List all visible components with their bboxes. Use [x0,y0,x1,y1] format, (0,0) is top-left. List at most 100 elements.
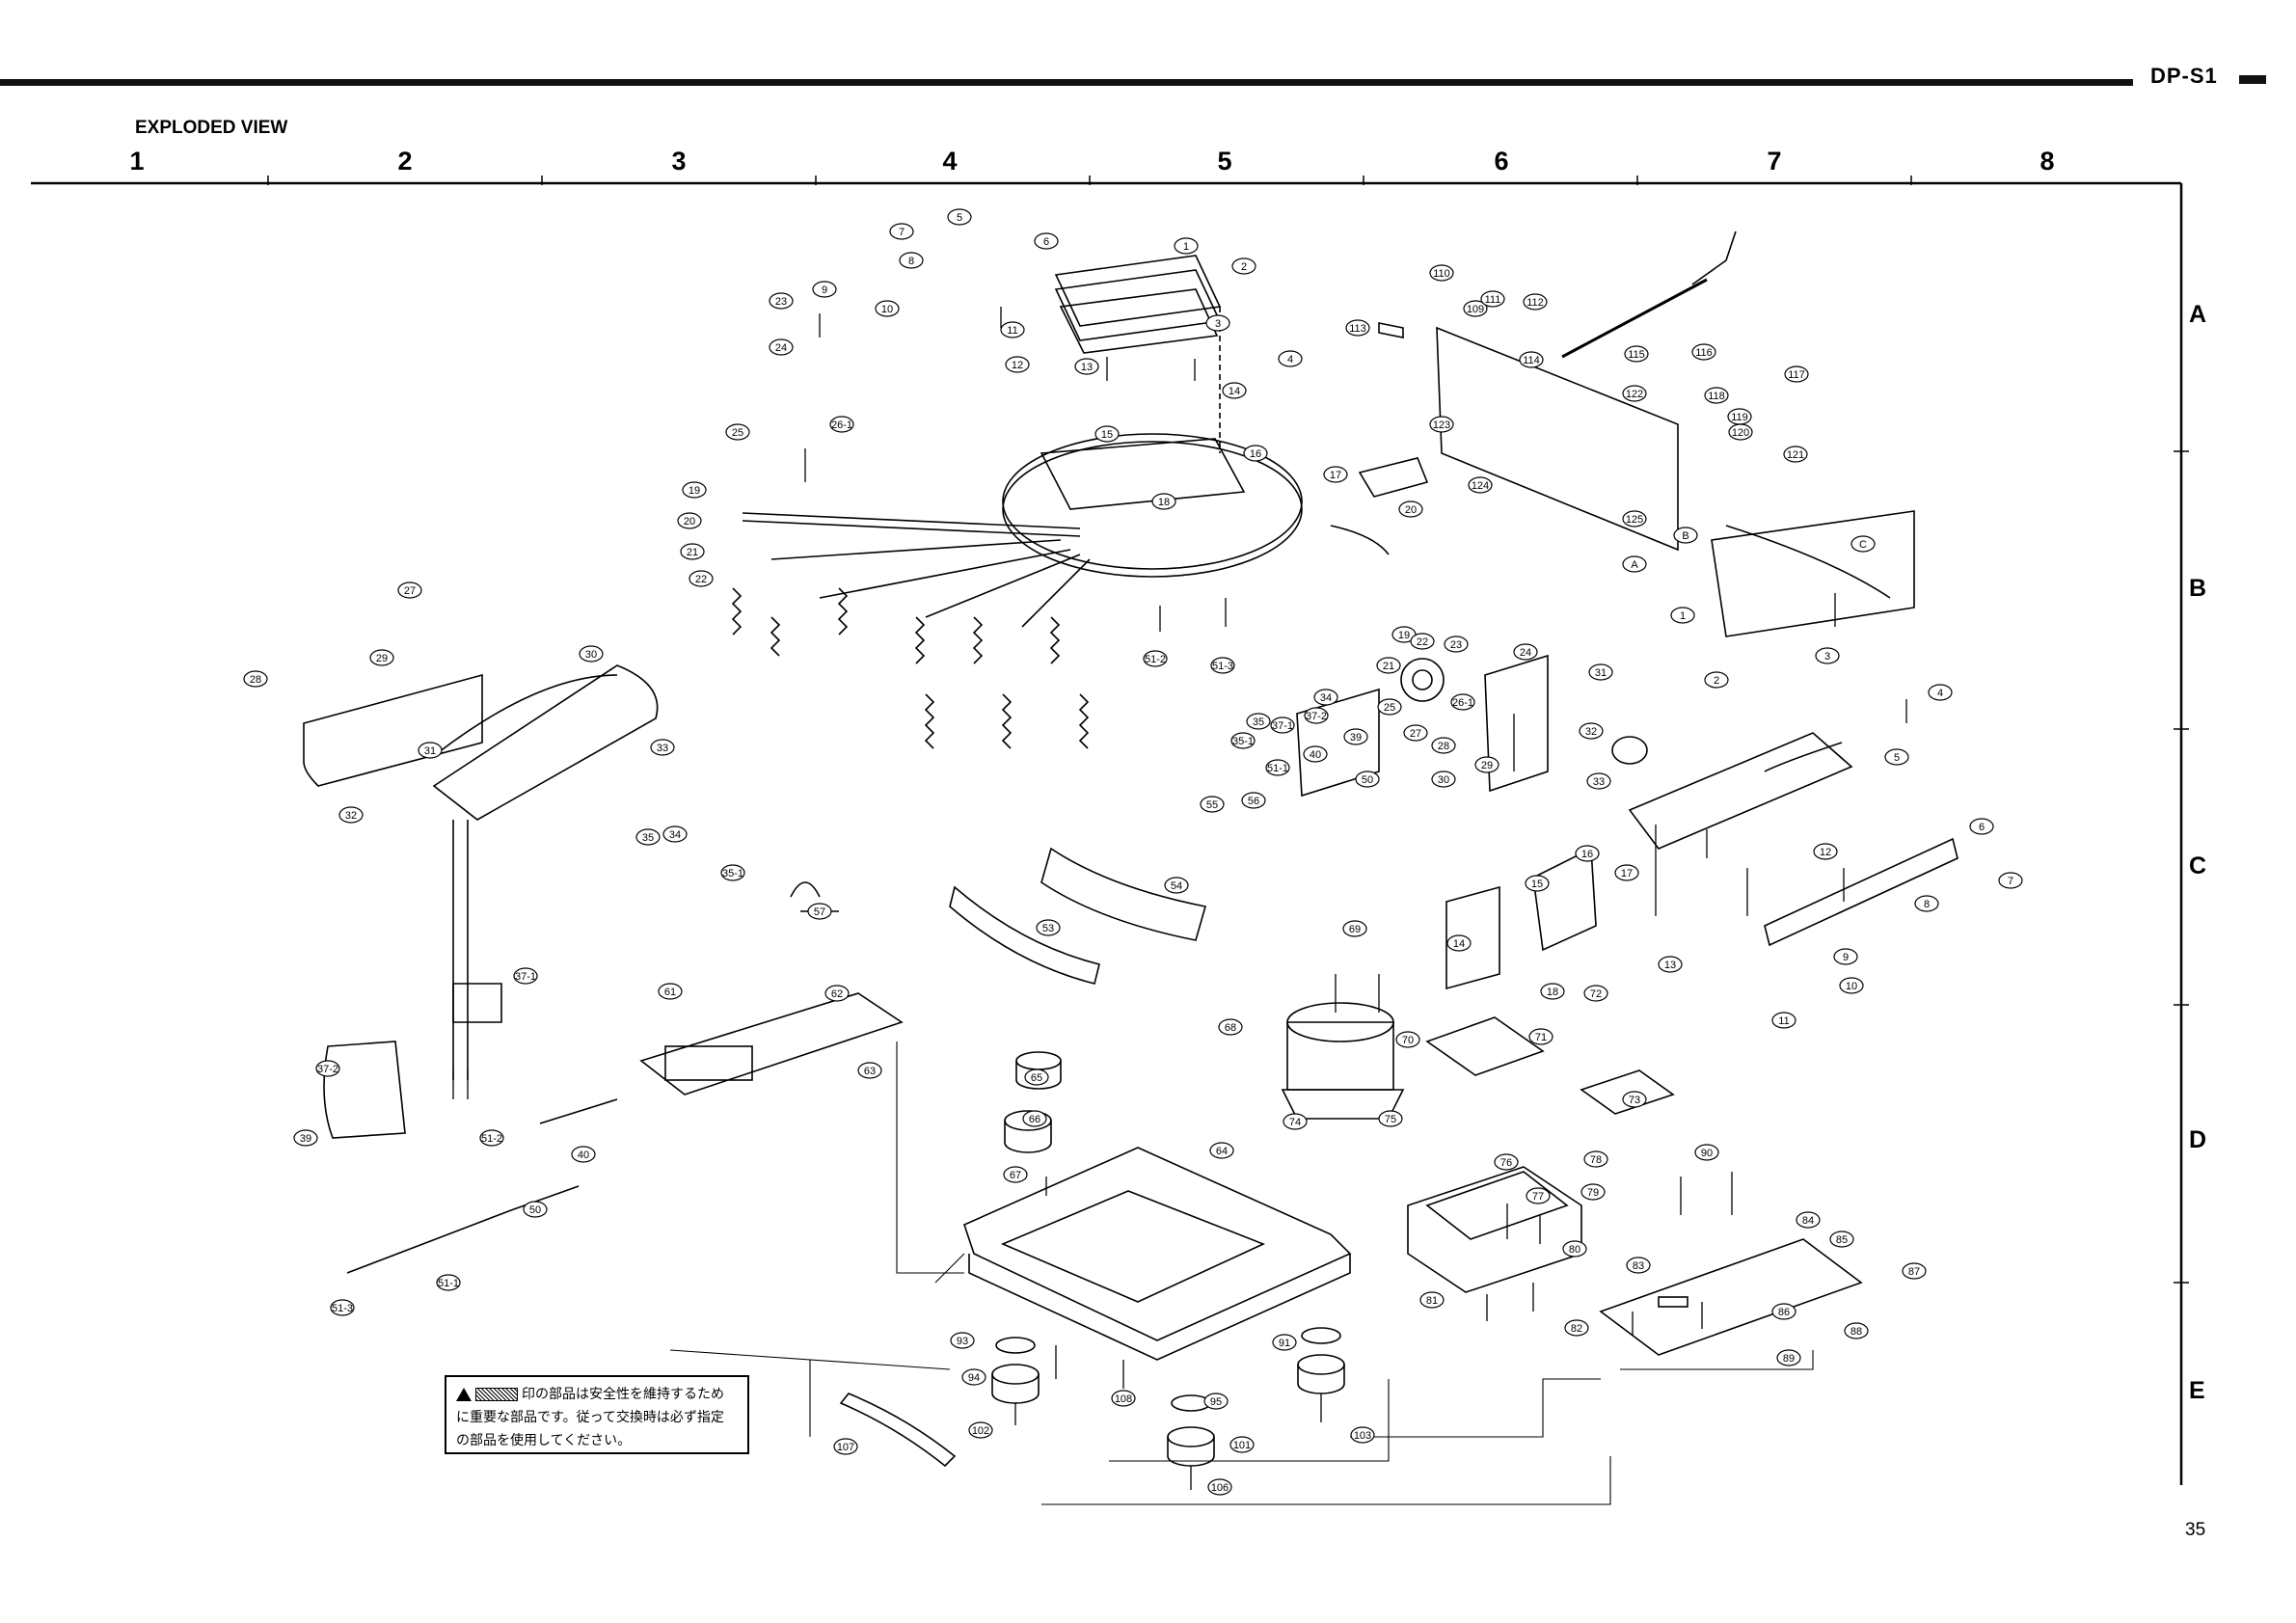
part-number-label: 31 [1595,667,1607,679]
part-number-label: 34 [1320,692,1332,704]
part-number-label: 9 [822,284,827,296]
part-number-label: 13 [1664,960,1676,971]
part-number-label: 23 [1450,639,1462,651]
part-number-label: 37-1 [1272,720,1293,732]
part-number-label: 2 [1714,675,1719,687]
part-number-label: 6 [1043,236,1049,248]
part-number-label: 78 [1590,1154,1602,1166]
part-number-label: 110 [1433,268,1450,280]
part-number-label: 17 [1621,868,1633,879]
part-number-label: 93 [957,1336,968,1347]
grid-column-label: 4 [942,147,958,176]
part-number-label: 51-1 [1267,763,1288,774]
part-number-label: 87 [1908,1266,1920,1278]
part-number-label: 24 [775,342,787,354]
part-number-label: 3 [1215,318,1221,330]
header-rule-end [2239,75,2266,84]
model-name: DP-S1 [2150,64,2218,88]
part-number-label: 37-2 [317,1064,338,1075]
part-number-label: 16 [1581,849,1593,860]
part-number-label: 76 [1500,1157,1512,1169]
part-number-label: 21 [1383,661,1394,672]
part-number-label: 12 [1820,847,1831,858]
part-number-label: 54 [1171,880,1182,892]
part-number-label: 61 [664,987,676,998]
part-number-label: 13 [1081,362,1093,373]
grid-row-label: B [2189,575,2207,602]
header-rule [0,79,2133,86]
part-number-label: 118 [1708,391,1725,402]
part-number-label: 102 [972,1425,989,1437]
part-number-label: 51-3 [332,1303,353,1314]
part-number-label: A [1631,559,1638,571]
grid-row-label: C [2189,852,2207,879]
part-number-label: 111 [1485,294,1501,306]
part-number-label: 8 [1924,899,1930,910]
part-number-label: 6 [1979,822,1985,833]
part-number-label: 123 [1433,419,1450,431]
part-number-label: 56 [1248,796,1259,807]
part-number-label: 19 [1398,630,1410,641]
part-number-label: 33 [1593,776,1605,788]
part-number-label: 51-3 [1212,661,1233,672]
grid-row-label: D [2189,1126,2207,1153]
part-number-label: 20 [684,516,695,527]
part-number-label: 113 [1349,323,1366,335]
part-number-label: 91 [1279,1338,1290,1349]
part-number-label: 51-2 [481,1133,502,1145]
part-number-label: 121 [1787,449,1804,461]
part-number-label: 80 [1569,1244,1580,1256]
part-number-label: 7 [2008,876,2013,887]
part-number-label: 26-1 [1452,697,1473,709]
part-number-label: 84 [1802,1215,1814,1227]
part-number-label: 77 [1532,1191,1544,1203]
part-number-label: 32 [1585,726,1597,738]
part-number-label: 29 [376,653,388,664]
part-number-label: 50 [529,1204,541,1216]
part-number-label: 51-2 [1145,654,1166,665]
part-number-label: 5 [1894,752,1900,764]
grid-column-label: 6 [1494,147,1509,176]
part-number-label: C [1859,539,1867,551]
part-number-label: 119 [1731,412,1748,423]
part-number-label: 16 [1250,448,1261,460]
part-number-label: 83 [1633,1260,1644,1272]
part-number-label: 30 [585,649,597,661]
part-number-label: 64 [1216,1146,1228,1157]
part-number-label: 57 [814,906,825,918]
part-number-label: 73 [1629,1095,1640,1106]
part-number-label: 37-2 [1306,711,1327,722]
part-number-label: 82 [1571,1323,1582,1335]
part-number-label: 30 [1438,774,1449,786]
part-number-label: 4 [1287,354,1293,365]
part-number-label: 12 [1012,360,1023,371]
part-number-label: 124 [1472,480,1489,492]
part-number-label: 14 [1453,938,1465,950]
part-number-label: 32 [345,810,357,822]
part-number-label: 106 [1211,1482,1229,1494]
part-number-label: 89 [1783,1353,1795,1365]
part-number-label: 40 [578,1150,589,1161]
part-number-label: 5 [957,212,962,224]
part-number-label: 95 [1210,1396,1222,1408]
part-number-label: 21 [687,547,698,558]
part-number-label: 28 [1438,741,1449,752]
part-number-label: 11 [1007,325,1017,337]
part-number-label: 35 [642,832,654,844]
part-number-label: 108 [1115,1393,1132,1405]
part-number-label: 27 [404,585,416,597]
grid-column-label: 7 [1767,147,1782,176]
part-number-label: 22 [695,574,707,585]
part-number-label: 125 [1626,514,1643,526]
part-number-label: 9 [1843,952,1849,963]
part-number-label: 10 [1846,981,1857,992]
part-number-label: 25 [732,427,743,439]
grid-row-label: A [2189,301,2207,328]
grid-column-label: 8 [2039,147,2055,176]
part-number-label: 11 [1778,1015,1789,1027]
part-number-label: 81 [1426,1295,1438,1307]
part-number-label: 27 [1410,728,1421,740]
page-number: 35 [2185,1520,2206,1540]
warning-line-3: の部品を使用してください。 [456,1433,632,1448]
part-number-label: 1 [1680,610,1686,622]
